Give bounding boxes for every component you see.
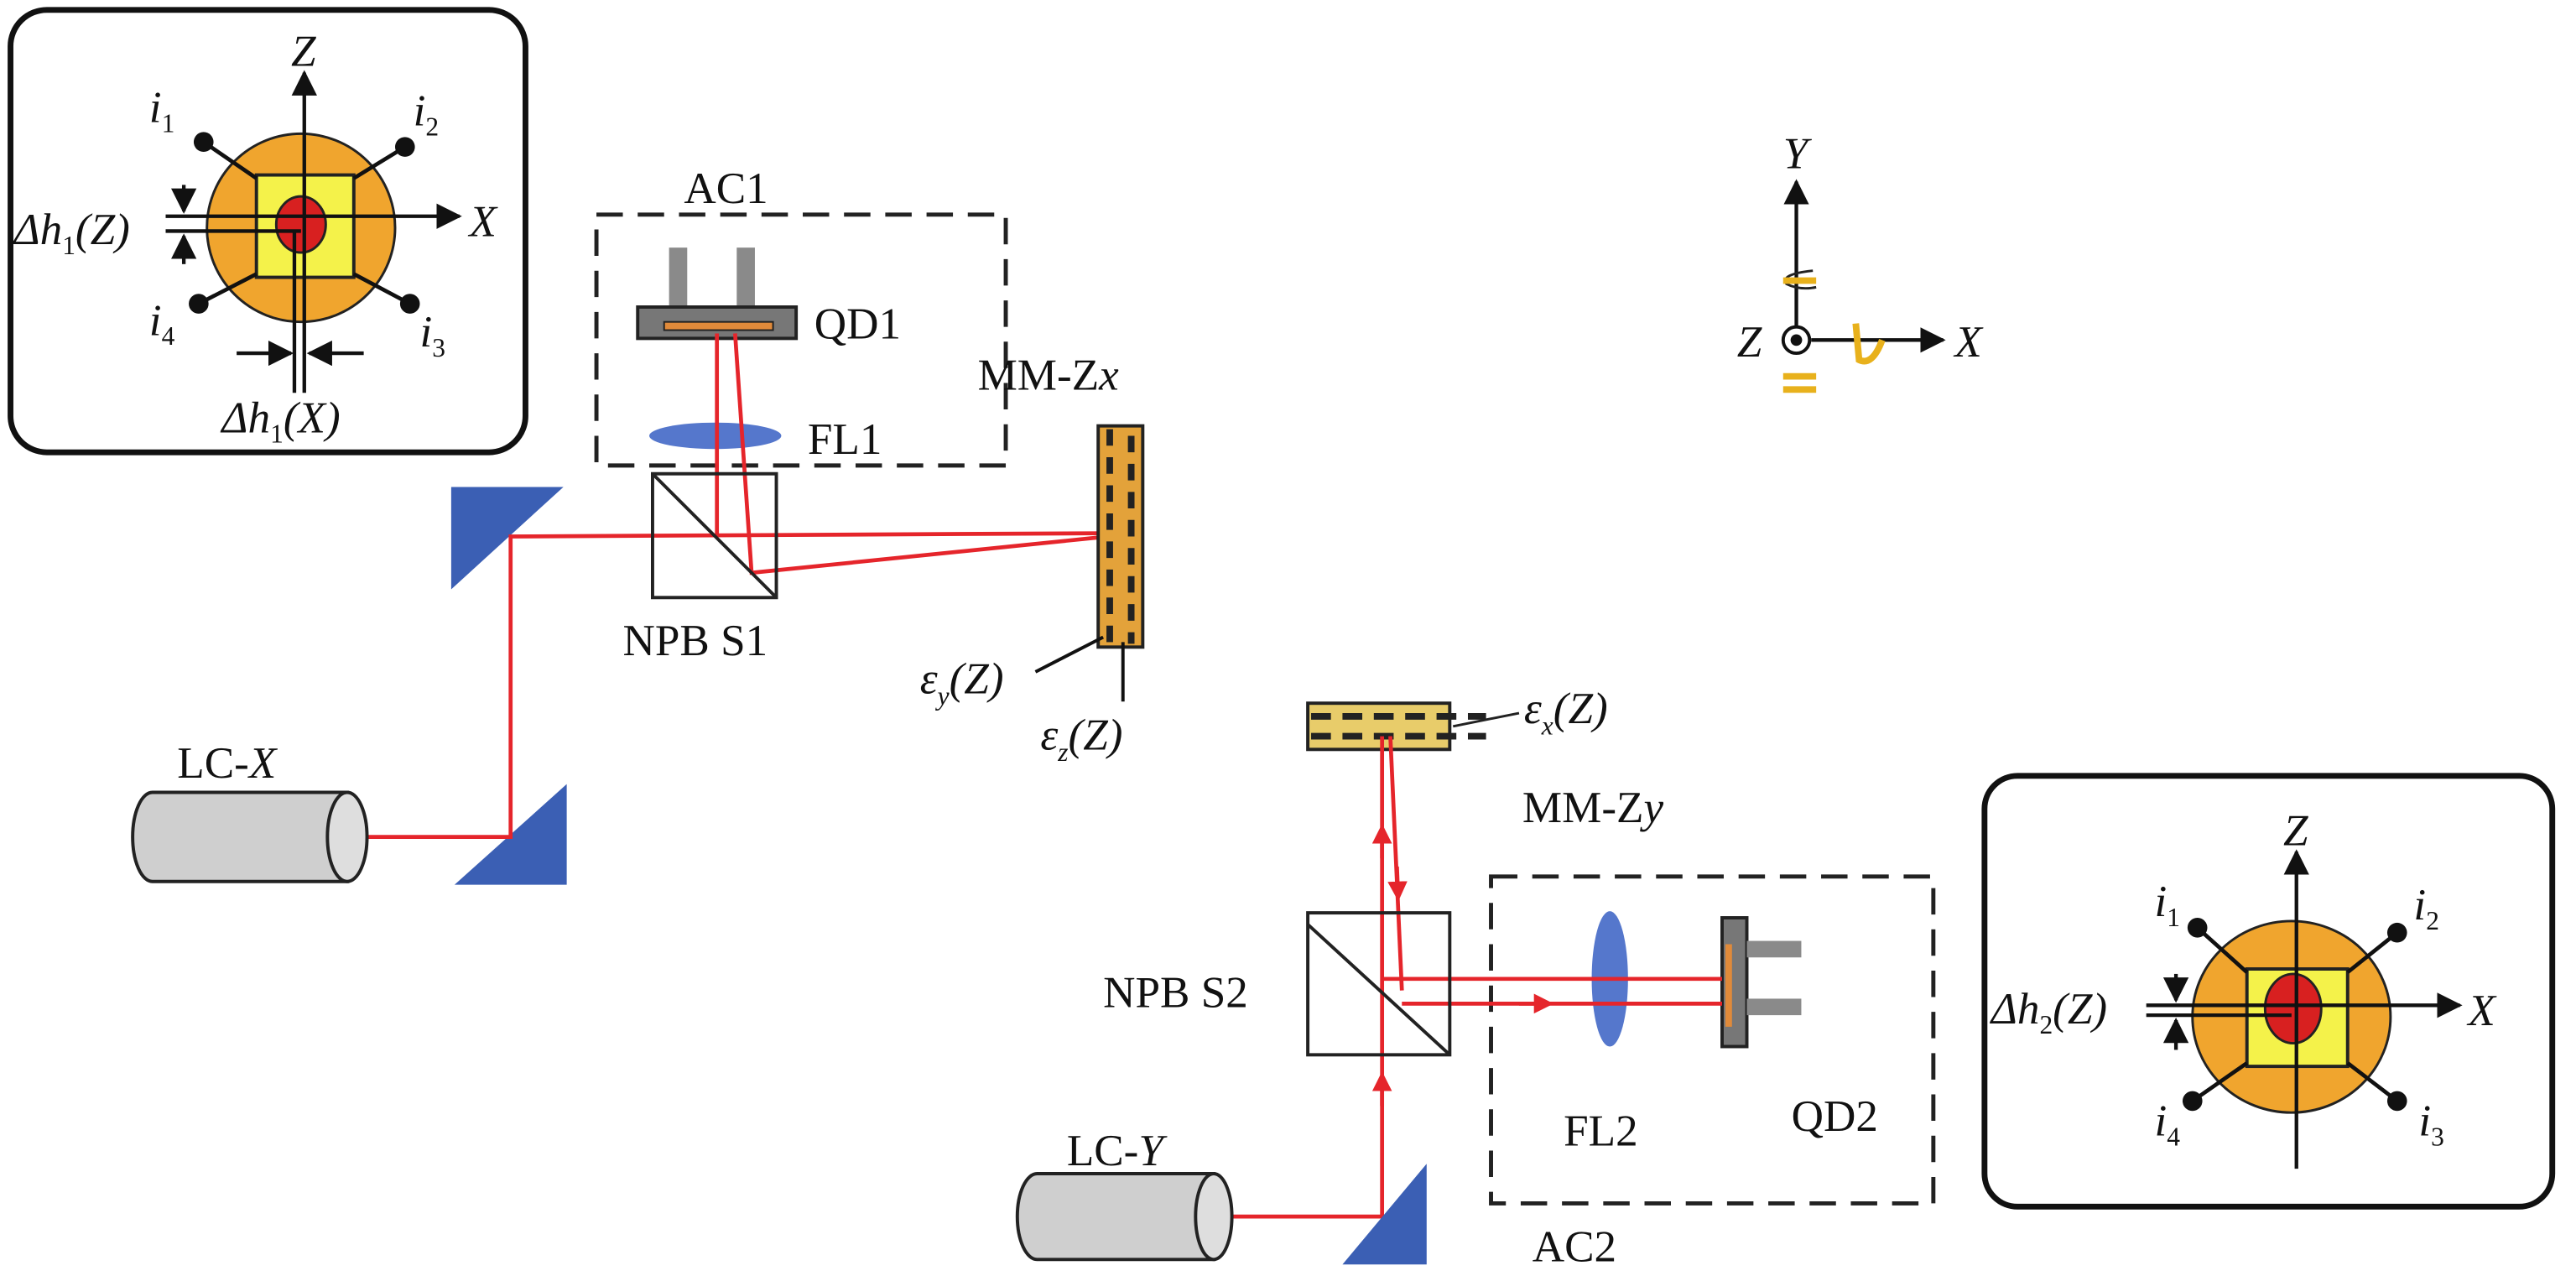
delta-h1-z-label: Δh1(Z)	[12, 206, 129, 260]
i2-label: i2	[2413, 881, 2438, 935]
i4-label: i4	[2155, 1097, 2181, 1152]
qd1-pin	[736, 247, 755, 310]
npbs1-label: NPB S1	[623, 617, 768, 665]
i4-label: i4	[149, 296, 175, 351]
z-axis-label: Z	[2283, 806, 2308, 855]
i3-label: i3	[420, 308, 445, 362]
detector-inset-1: Z X i1 i2 i3 i4 Δh1(Z) Δh1(X)	[8, 7, 528, 456]
qd1-pin	[669, 247, 688, 310]
fl1-label: FL1	[808, 415, 882, 464]
rotation-arrows-icon	[1782, 269, 1886, 393]
i3-label: i3	[2418, 1097, 2444, 1152]
x-axis-label: X	[1953, 318, 1984, 367]
y-axis-label: Y	[1783, 130, 1813, 179]
laser-collimator-lc-y: LC-Y	[1015, 1127, 1234, 1262]
epsilon-z-label: εz(Z)	[1040, 711, 1122, 767]
coordinate-frame: Y Z X	[1737, 130, 1984, 393]
x-axis-label: X	[2466, 987, 2497, 1035]
beam-splitter-npbs2: NPB S2	[1103, 911, 1452, 1057]
fold-mirror-3	[1342, 1164, 1427, 1265]
ac2-label: AC2	[1533, 1222, 1616, 1271]
npbs2-label: NPB S2	[1103, 968, 1248, 1017]
autocollimator-ac1: AC1 QD1 FL1	[594, 164, 1008, 468]
detector-inset-2: Z X i1 i2 i3 i4 Δh2(Z)	[1981, 773, 2556, 1210]
lc-x-label: LC-X	[177, 739, 278, 788]
qd2-pin	[1746, 998, 1802, 1016]
laser-beam-y	[1221, 736, 1722, 1219]
delta-h1-x-label: Δh1(X)	[220, 394, 340, 449]
i1-label: i1	[2155, 878, 2180, 932]
qd1-label: QD1	[814, 299, 901, 348]
z-axis-label: Z	[291, 28, 316, 76]
epsilon-x-label: εx(Z)	[1524, 685, 1608, 741]
i1-label: i1	[149, 84, 175, 138]
ac1-label: AC1	[684, 164, 768, 213]
qd2-pin	[1746, 940, 1802, 958]
beam-splitter-npbs1: NPB S1	[623, 471, 778, 665]
fold-mirror-1	[450, 487, 564, 590]
i2-label: i2	[414, 87, 440, 142]
mm-zy-label: MM-Zy	[1522, 784, 1664, 832]
autocollimator-ac2: AC2 FL2 QD2	[1489, 874, 1936, 1271]
mm-zx-label: MM-Zx	[978, 351, 1120, 399]
measured-mirror-mm-zx: MM-Zx εy(Z) εz(Z)	[920, 351, 1145, 767]
quadrant-leads	[197, 140, 411, 306]
measured-mirror-mm-zy: εx(Z) MM-Zy	[1306, 685, 1664, 832]
qd2-label: QD2	[1792, 1092, 1878, 1141]
laser-collimator-lc-x: LC-X	[131, 739, 369, 883]
laser-spot	[2263, 972, 2323, 1045]
fl2-label: FL2	[1564, 1107, 1638, 1156]
lc-y-label: LC-Y	[1067, 1127, 1168, 1175]
laser-spot	[274, 195, 327, 254]
z-axis-label: Z	[1737, 318, 1762, 367]
epsilon-y-label: εy(Z)	[920, 654, 1004, 711]
delta-h2-z-label: Δh2(Z)	[1990, 985, 2107, 1039]
x-axis-label: X	[468, 197, 499, 246]
